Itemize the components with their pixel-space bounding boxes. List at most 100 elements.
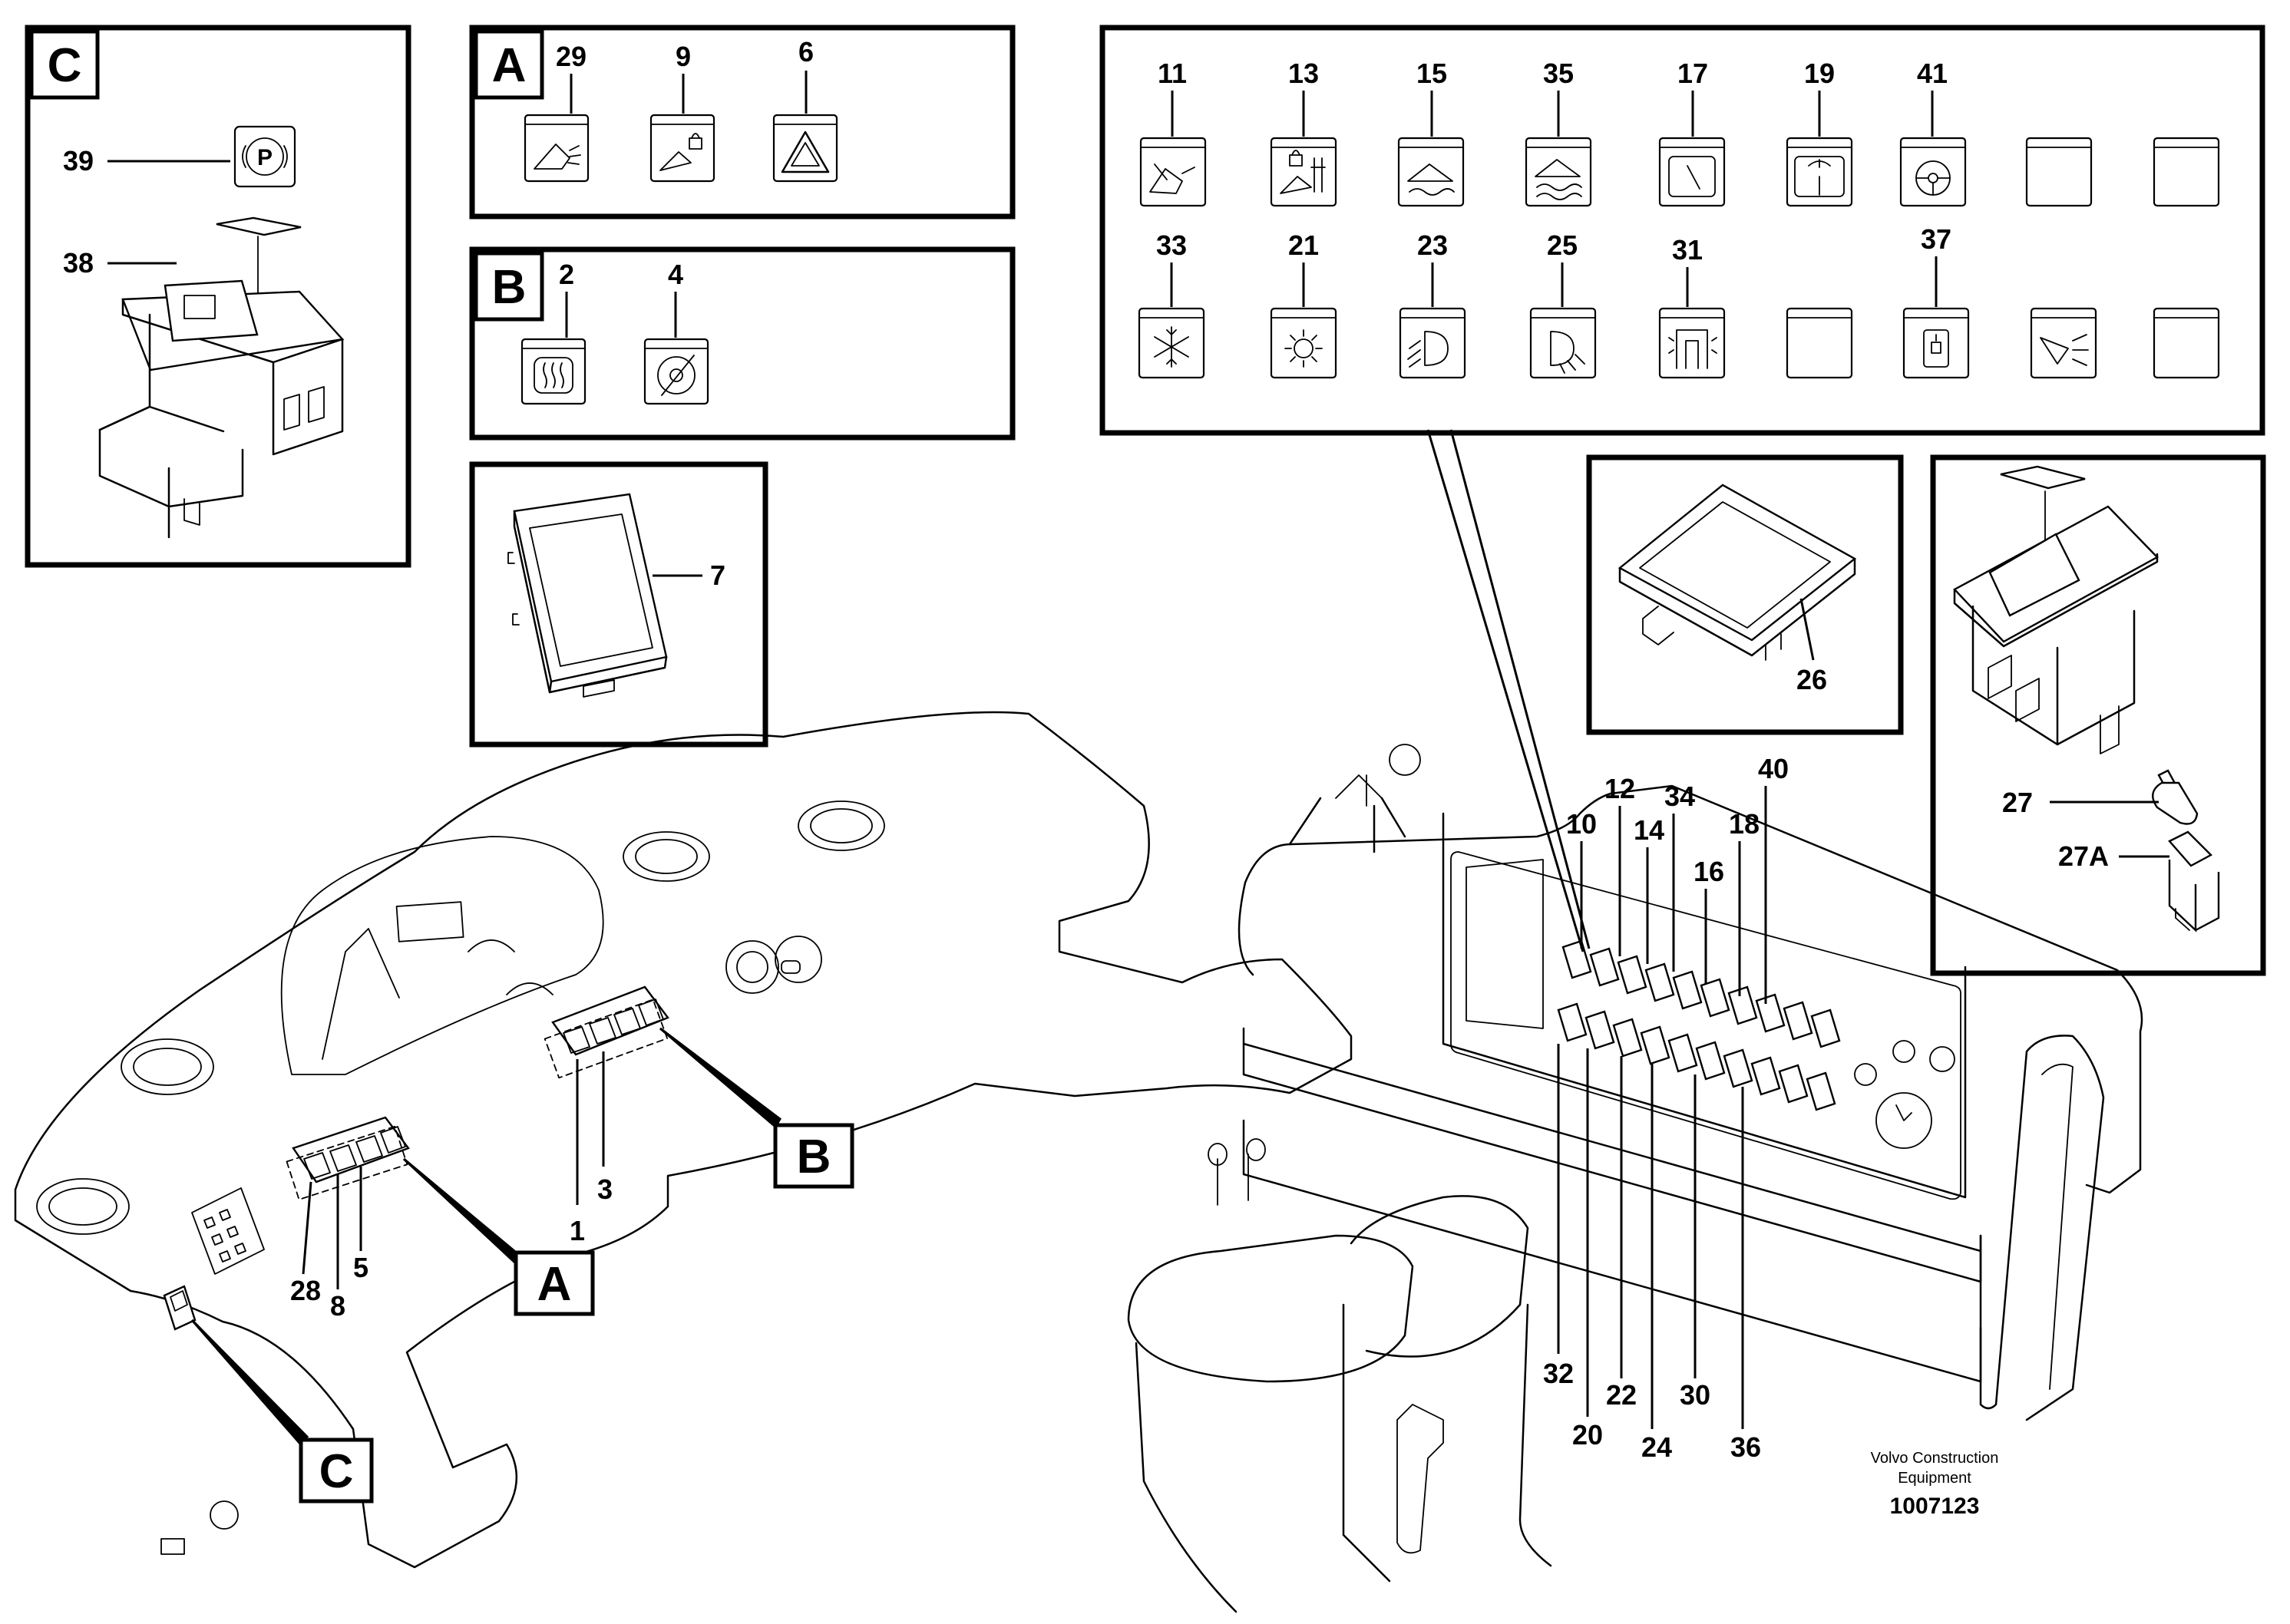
callout-40: 40 bbox=[1758, 753, 1789, 784]
upper-switch-row bbox=[1561, 939, 1841, 1048]
callout-6: 6 bbox=[798, 36, 814, 68]
detail-c-tag: C bbox=[48, 39, 82, 92]
blank-plug-2 bbox=[2153, 137, 2220, 207]
callout-35: 35 bbox=[1543, 58, 1574, 89]
callout-38: 38 bbox=[63, 247, 94, 279]
left-dashboard bbox=[14, 711, 1353, 1569]
company-line-2: Equipment bbox=[1898, 1470, 1971, 1487]
detail-a-tag: A bbox=[492, 39, 527, 92]
callout-1: 1 bbox=[570, 1215, 585, 1246]
title-block: Volvo Construction Equipment 1007123 bbox=[1871, 1450, 1999, 1519]
work-light-icon bbox=[1407, 331, 1449, 368]
callout-31: 31 bbox=[1672, 234, 1703, 266]
switch-c bbox=[163, 1285, 197, 1331]
detail-display-panel: 7 bbox=[469, 461, 768, 748]
detail-27-panel: 27 27A bbox=[1930, 454, 2266, 976]
blank-plug-3 bbox=[1786, 307, 1853, 379]
callout-20: 20 bbox=[1572, 1419, 1603, 1451]
blank-plug-4 bbox=[2153, 307, 2220, 379]
work-light-rear-icon bbox=[1550, 331, 1585, 374]
parking-brake-symbol bbox=[233, 125, 296, 188]
detail-b-panel: B 2 4 bbox=[469, 246, 1016, 441]
mirror-heat-icon bbox=[1668, 329, 1717, 369]
detail-26-panel: 26 bbox=[1586, 454, 1904, 735]
callout-14: 14 bbox=[1634, 814, 1664, 846]
lower-switch-row bbox=[1557, 1002, 1836, 1111]
callout-12: 12 bbox=[1604, 773, 1635, 804]
implement-light-icon bbox=[2040, 334, 2089, 366]
callout-7: 7 bbox=[710, 559, 725, 591]
callout-41: 41 bbox=[1917, 58, 1948, 89]
float-icon-35 bbox=[1535, 159, 1582, 200]
bucket-lock-icon bbox=[659, 133, 702, 171]
rocker-switch-38 bbox=[98, 216, 345, 539]
callout-9: 9 bbox=[676, 41, 691, 72]
callout-22: 22 bbox=[1606, 1379, 1637, 1411]
wiper-icon bbox=[1794, 156, 1845, 197]
steering-wheel-icon bbox=[1915, 160, 1951, 196]
switch-group-b bbox=[544, 985, 669, 1079]
callout-33: 33 bbox=[1156, 229, 1187, 261]
connector-27a bbox=[2168, 830, 2220, 932]
blank-plug-26 bbox=[1618, 484, 1857, 661]
parking-brake-p-icon: P bbox=[242, 137, 288, 176]
cab-light-icon bbox=[1284, 329, 1323, 368]
callout-11: 11 bbox=[1158, 58, 1187, 89]
callout-34: 34 bbox=[1664, 781, 1695, 812]
hazard-triangle-icon bbox=[781, 130, 830, 173]
callout-4: 4 bbox=[668, 259, 683, 290]
detail-b-tag: B bbox=[492, 261, 527, 314]
display-unit-7 bbox=[507, 493, 668, 698]
callout-29: 29 bbox=[556, 41, 587, 72]
callout-8: 8 bbox=[330, 1290, 345, 1322]
callout-17: 17 bbox=[1677, 58, 1708, 89]
callout-10: 10 bbox=[1566, 808, 1597, 840]
detail-a-panel: A 29 9 6 bbox=[469, 25, 1016, 220]
company-line-1: Volvo Construction bbox=[1871, 1450, 1999, 1467]
callout-18: 18 bbox=[1729, 808, 1760, 840]
callout-5: 5 bbox=[353, 1252, 368, 1283]
float-icon-15 bbox=[1407, 163, 1455, 196]
callout-28: 28 bbox=[290, 1275, 321, 1306]
connector-27 bbox=[2152, 769, 2199, 825]
pointer-a-tag: A bbox=[537, 1258, 572, 1311]
bucket-level-icon bbox=[534, 144, 581, 170]
callout-23: 23 bbox=[1417, 229, 1448, 261]
callout-27: 27 bbox=[2002, 787, 2033, 818]
callout-39: 39 bbox=[63, 145, 94, 177]
rear-defrost-icon bbox=[534, 357, 573, 394]
right-console bbox=[1127, 744, 2143, 1613]
callout-24: 24 bbox=[1641, 1431, 1672, 1463]
callout-27a: 27A bbox=[2058, 840, 2109, 872]
doc-number: 1007123 bbox=[1890, 1494, 1980, 1519]
keypad bbox=[191, 1187, 265, 1275]
callout-37: 37 bbox=[1921, 223, 1951, 255]
callout-2: 2 bbox=[559, 259, 574, 290]
switch-symbol-panel: 11 13 15 35 17 19 41 bbox=[1099, 25, 2265, 436]
callout-25: 25 bbox=[1547, 229, 1578, 261]
callout-19: 19 bbox=[1804, 58, 1835, 89]
switch-group-a bbox=[286, 1116, 410, 1200]
rocker-switch-27 bbox=[1953, 465, 2159, 754]
callout-3: 3 bbox=[597, 1173, 613, 1205]
callout-30: 30 bbox=[1680, 1379, 1710, 1411]
snowflake-icon bbox=[1154, 326, 1189, 368]
callout-36: 36 bbox=[1730, 1431, 1761, 1463]
implement-icon-11 bbox=[1149, 163, 1195, 194]
blank-plug-1 bbox=[2025, 137, 2093, 207]
callout-32: 32 bbox=[1543, 1358, 1574, 1389]
gauge-icon bbox=[1668, 156, 1716, 197]
seat-icon-37 bbox=[1923, 329, 1949, 368]
svg-text:P: P bbox=[257, 145, 273, 170]
steering-off-icon bbox=[657, 355, 696, 396]
symbol-row-2 bbox=[1138, 307, 2220, 379]
callout-15: 15 bbox=[1416, 58, 1447, 89]
implement-lock-icon-13 bbox=[1280, 150, 1326, 194]
pointer-c-tag: C bbox=[319, 1445, 354, 1498]
callout-16: 16 bbox=[1694, 856, 1724, 887]
detail-c-panel: C P 39 38 bbox=[25, 25, 411, 568]
callout-26: 26 bbox=[1796, 664, 1827, 695]
ignition-switch bbox=[725, 936, 822, 994]
pointer-b-tag: B bbox=[797, 1131, 831, 1183]
